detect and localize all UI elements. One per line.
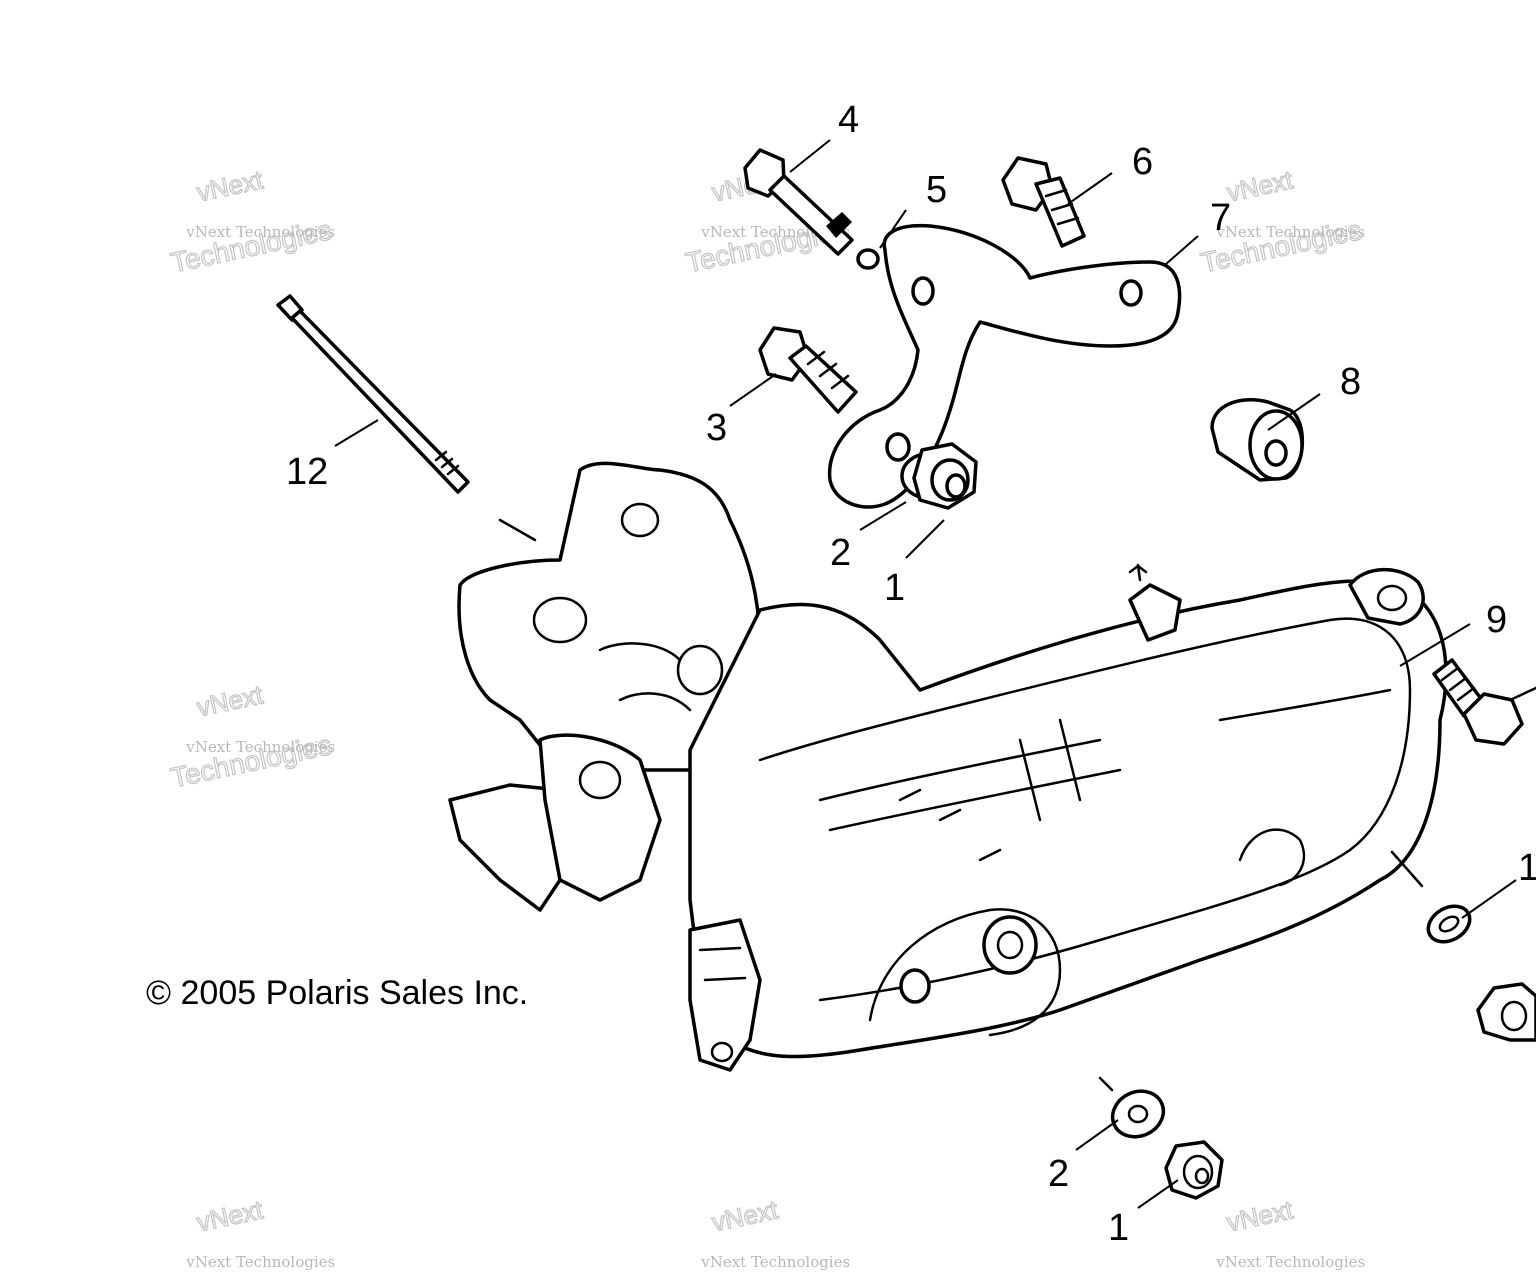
callout-1-lower: 1 xyxy=(1108,1207,1129,1249)
watermark-line1: vNext xyxy=(194,164,266,207)
callout-3: 3 xyxy=(706,407,727,449)
callout-2-lower: 2 xyxy=(1048,1153,1069,1195)
watermark-line2: vNext Technologies xyxy=(185,223,335,241)
watermark-line2: vNext Technologies xyxy=(185,1253,335,1271)
watermark-line1: vNext xyxy=(1224,164,1296,207)
part-5-washer xyxy=(856,248,880,270)
engine-assembly xyxy=(448,461,1448,1072)
watermark-line1: vNext xyxy=(194,679,266,722)
part-12-long-bolt xyxy=(276,294,470,494)
callout-5: 5 xyxy=(926,169,947,211)
callout-4: 4 xyxy=(838,99,859,141)
callout-7: 7 xyxy=(1210,197,1231,239)
part-nut-right xyxy=(1476,982,1536,1042)
part-1-nut-lower xyxy=(1164,1140,1224,1200)
part-2-washer-lower xyxy=(1098,1076,1166,1139)
callout-8: 8 xyxy=(1340,361,1361,403)
callout-2-upper: 2 xyxy=(830,532,851,574)
watermark-line2: vNext Technologies xyxy=(185,738,335,756)
watermark-line2: vNext Technologies xyxy=(700,1253,850,1271)
part-4-bolt xyxy=(743,148,854,256)
watermark-line1: vNext xyxy=(194,1194,266,1237)
part-bolt-right xyxy=(1432,658,1536,746)
watermark-bottom-right: vNext vNext Technologies xyxy=(1215,1194,1365,1272)
callout-6: 6 xyxy=(1132,141,1153,183)
watermark-bottom-center: vNext vNext Technologies xyxy=(700,1194,850,1272)
watermark-line1: vNext xyxy=(1224,1194,1296,1237)
part-6-bolt xyxy=(1001,156,1086,248)
watermark-line1: vNext xyxy=(709,1194,781,1237)
callout-labels: 4 5 6 7 3 8 12 2 1 9 1 2 1 xyxy=(286,99,1536,1249)
watermark-line2: vNext Technologies xyxy=(1215,1253,1365,1271)
callout-9: 9 xyxy=(1486,599,1507,641)
callout-12: 12 xyxy=(286,451,328,493)
callout-1-upper: 1 xyxy=(884,567,905,609)
watermark-line2: vNext Technologies xyxy=(1215,223,1365,241)
watermark-top-left: vNext vNext Technologies Technologies xyxy=(168,164,336,279)
part-1-nut-upper xyxy=(912,442,978,510)
watermark-bottom-left: vNext vNext Technologies xyxy=(185,1194,335,1272)
watermark-mid-left: vNext vNext Technologies Technologies xyxy=(168,679,336,794)
copyright-text: © 2005 Polaris Sales Inc. xyxy=(146,974,528,1012)
part-8-spacer xyxy=(1210,398,1304,482)
callout-right-washer: 1 xyxy=(1518,847,1536,889)
leader-lines xyxy=(334,139,1517,1209)
part-3-bolt xyxy=(758,326,858,414)
part-7-bracket xyxy=(827,223,1182,509)
part-washer-right xyxy=(1426,904,1472,944)
